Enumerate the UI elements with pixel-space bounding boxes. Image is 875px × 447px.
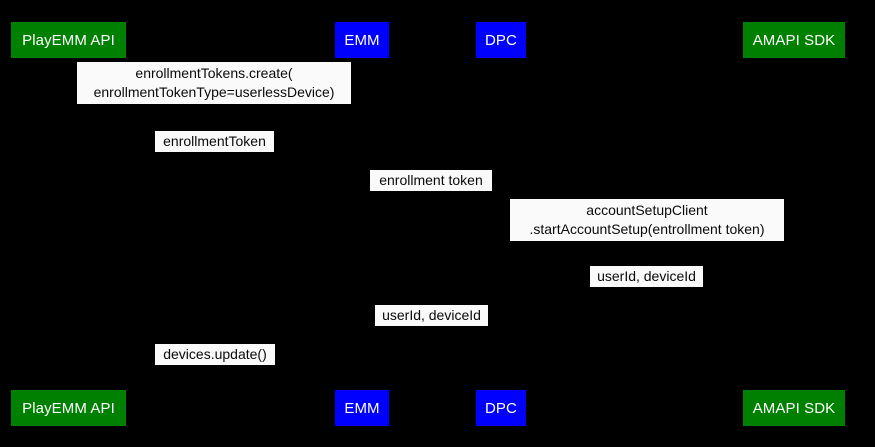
message-line: .startAccountSetup(entrollment token) [529,221,765,237]
message-line: enrollmentTokens.create( [135,65,293,81]
participant-label: AMAPI SDK [752,399,836,417]
arrow-devices-update [68,368,361,369]
participant-playemm-api-top[interactable]: PlayEMM API [11,22,126,58]
participant-label: PlayEMM API [22,31,115,49]
participant-label: AMAPI SDK [752,31,836,49]
message-label-enrollment-token-return: enrollmentToken [155,131,274,152]
participant-dpc-bottom[interactable]: DPC [476,390,526,426]
participant-label: PlayEMM API [22,399,115,417]
message-line: userId, deviceId [382,307,481,323]
participant-dpc-top[interactable]: DPC [476,22,526,58]
message-line: userId, deviceId [597,268,696,284]
participant-playemm-api-bottom[interactable]: PlayEMM API [11,390,126,426]
participant-label: DPC [485,399,517,417]
arrow-enrollment-token-return [68,155,361,156]
arrow-userid-deviceid-to-emm [361,329,500,330]
lifeline-amapi-sdk [793,59,794,388]
message-line: devices.update() [163,346,267,362]
message-label-enrollment-tokens-create: enrollmentTokens.create( enrollmentToken… [77,62,351,104]
participant-amapi-sdk-top[interactable]: AMAPI SDK [743,22,845,58]
message-line: enrollmentToken [163,133,266,149]
participant-amapi-sdk-bottom[interactable]: AMAPI SDK [743,390,845,426]
lifeline-emm [361,59,362,388]
lifeline-dpc [500,59,501,388]
arrow-userid-deviceid-to-dpc [500,290,793,291]
message-label-start-account-setup: accountSetupClient .startAccountSetup(en… [510,199,784,241]
arrow-enrollment-token-to-dpc [361,194,500,195]
arrow-enrollment-tokens-create [68,106,361,107]
arrow-start-account-setup [500,242,793,243]
message-label-enrollment-token-to-dpc: enrollment token [370,170,492,191]
message-line: enrollmentTokenType=userlessDevice) [93,84,335,100]
participant-emm-top[interactable]: EMM [335,22,389,58]
message-label-userid-deviceid-to-dpc: userId, deviceId [590,266,703,287]
participant-label: DPC [485,31,517,49]
participant-label: EMM [344,399,380,417]
lifeline-playemm-api [68,59,69,388]
participant-emm-bottom[interactable]: EMM [335,390,389,426]
message-label-devices-update: devices.update() [155,344,275,365]
message-label-userid-deviceid-to-emm: userId, deviceId [375,305,488,326]
message-line: enrollment token [379,172,483,188]
participant-label: EMM [344,31,380,49]
message-line: accountSetupClient [586,202,708,218]
